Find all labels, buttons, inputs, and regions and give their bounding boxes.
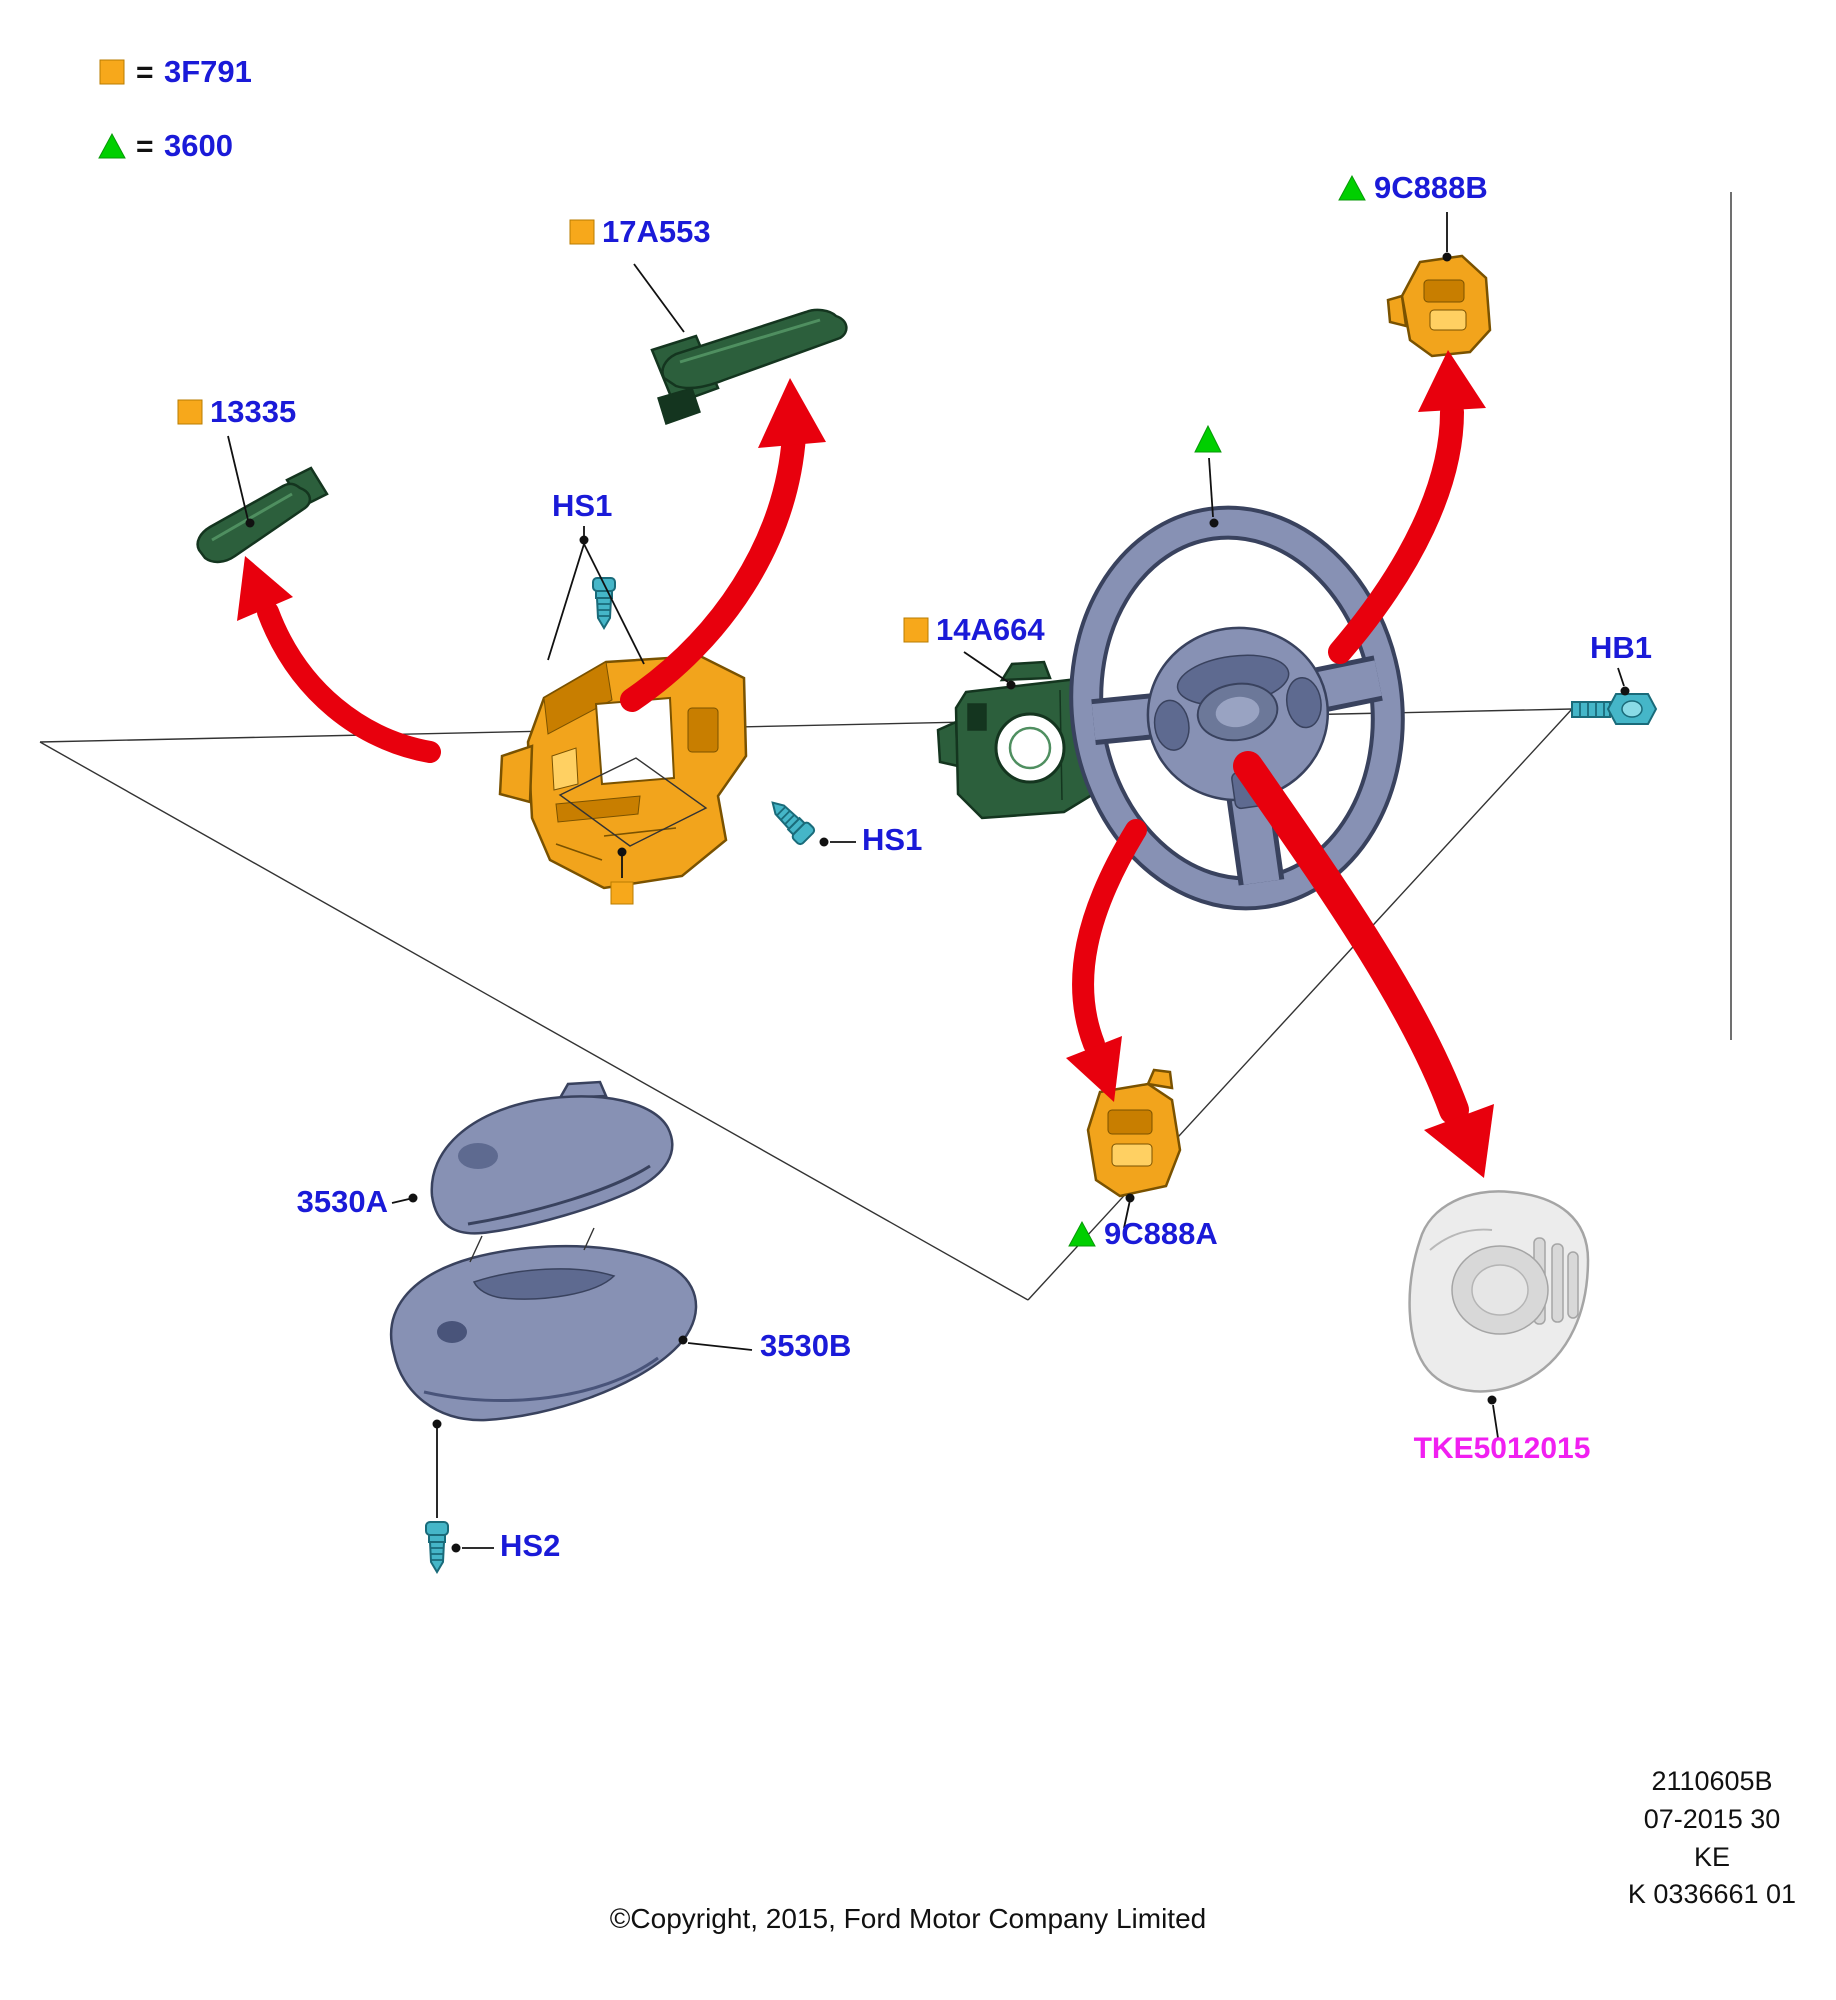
flow-arrows [237,350,1494,1178]
upper-shroud-illustration [430,1080,674,1235]
legend-code-3F791[interactable]: 3F791 [164,54,252,89]
plate-info: 2110605B 07-2015 30 KE K 0336661 01 [1628,1766,1796,1909]
bolt-hb1 [1571,693,1658,725]
screw-hs1-lower [763,793,817,847]
orange-square-icon [177,399,203,425]
legend: = 3F791 = 3600 [98,54,252,163]
detail-outline [558,757,708,847]
callout-labels: 17A553 13335 HS1 14A664 HS1 9C888B HB1 9… [177,170,1652,1563]
label-hs1-lower[interactable]: HS1 [862,822,922,857]
wiper-stalk-illustration [196,466,329,564]
copyright-text: ©Copyright, 2015, Ford Motor Company Lim… [610,1903,1206,1934]
arrow-to-17A553 [620,378,826,712]
arrow-to-airbag [1233,751,1494,1178]
label-17A553[interactable]: 17A553 [602,214,711,249]
legend-equals: = [136,130,154,163]
plate-number: 2110605B [1651,1766,1772,1796]
orange-square-icon [569,219,595,245]
arrow-to-13335 [237,556,441,763]
wheel-switch-9C888A-illustration [1086,1068,1182,1198]
label-3530B[interactable]: 3530B [760,1328,851,1363]
green-triangle-icon [1338,174,1366,201]
label-14A664[interactable]: 14A664 [936,612,1045,647]
perspective-line-top [39,708,1573,743]
switch-housing-illustration [498,654,748,890]
perspective-line-bottom [39,741,1029,1301]
orange-square-icon [903,617,929,643]
leader-lines [227,212,1630,1553]
arrow-to-9C888A [1066,819,1147,1102]
legend-equals: = [136,56,154,89]
plate-ref: K 0336661 01 [1628,1879,1796,1909]
orange-square-icon [610,881,634,905]
green-triangle-icon [1068,1220,1096,1247]
plate-code: KE [1694,1842,1730,1872]
label-TKE5012015[interactable]: TKE5012015 [1414,1432,1591,1465]
label-9C888B[interactable]: 9C888B [1374,170,1488,205]
label-hb1[interactable]: HB1 [1590,630,1652,665]
label-3530A[interactable]: 3530A [297,1184,388,1219]
turn-signal-stalk-illustration [650,308,848,425]
green-triangle-icon [98,132,126,159]
label-13335[interactable]: 13335 [210,394,296,429]
perspective-line-right [1027,708,1573,1301]
orange-square-icon [99,59,125,85]
plate-date: 07-2015 30 [1644,1804,1781,1834]
label-hs1-upper[interactable]: HS1 [552,488,612,523]
wheel-switch-9C888B-illustration [1386,254,1492,358]
arrow-to-9C888B [1328,350,1486,664]
screw-hs2 [425,1521,449,1573]
legend-code-3600[interactable]: 3600 [164,128,233,163]
green-triangle-icon [1194,424,1222,453]
label-hs2[interactable]: HS2 [500,1528,560,1563]
airbag-module-illustration [1408,1190,1590,1393]
label-9C888A[interactable]: 9C888A [1104,1216,1218,1251]
lower-shroud-illustration [389,1227,698,1422]
